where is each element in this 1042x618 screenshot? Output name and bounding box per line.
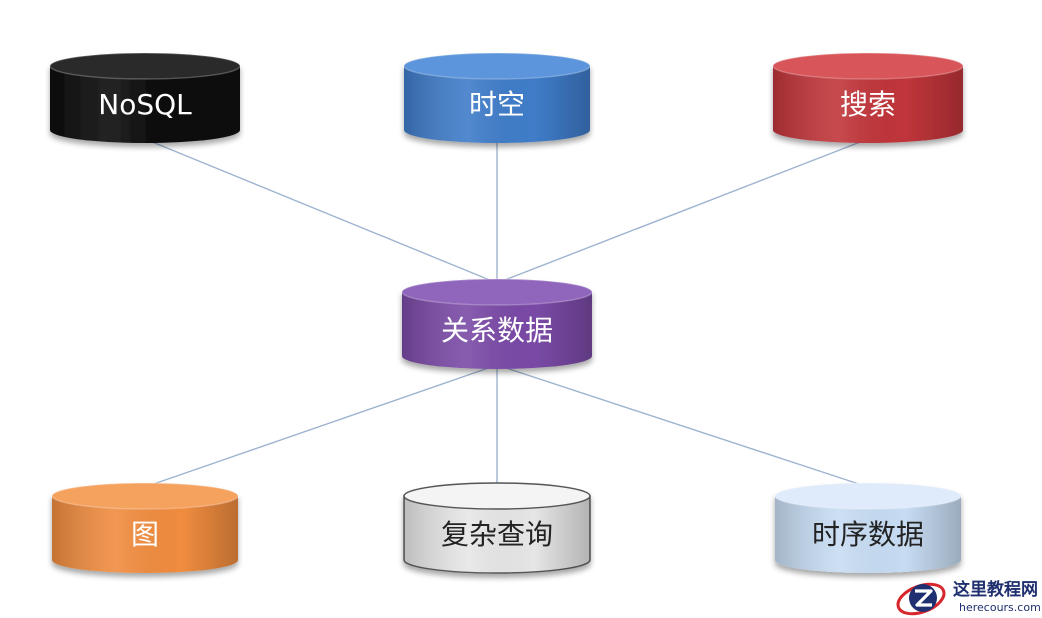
node-spatiotemporal: 时空 bbox=[403, 52, 591, 143]
cylinder-shading bbox=[773, 66, 963, 143]
cylinder-top bbox=[49, 52, 241, 80]
connector-relational-time-series bbox=[496, 364, 869, 488]
watermark-domain: herecours.com bbox=[959, 601, 1041, 614]
site-logo-icon bbox=[896, 582, 946, 616]
cylinder-shading bbox=[50, 66, 240, 143]
cylinder-top bbox=[51, 482, 239, 510]
node-complex-query: 复杂查询 bbox=[403, 482, 591, 574]
connector-nosql-relational bbox=[144, 138, 498, 284]
cylinder-top bbox=[772, 52, 964, 80]
watermark-name: 这里教程网 bbox=[953, 579, 1038, 600]
node-label-search: 搜索 bbox=[840, 88, 896, 121]
node-label-relational: 关系数据 bbox=[441, 314, 553, 347]
node-nosql: NoSQL bbox=[49, 52, 241, 143]
site-watermark: 这里教程网 herecours.com bbox=[896, 579, 1041, 616]
cylinder-shading bbox=[775, 496, 961, 573]
cylinder-top bbox=[401, 278, 593, 306]
connector-search-relational bbox=[496, 138, 869, 284]
cylinder-shading bbox=[52, 496, 238, 573]
cylinder-shading bbox=[404, 496, 590, 573]
node-label-graph: 图 bbox=[131, 518, 159, 551]
connector-relational-graph bbox=[144, 364, 498, 488]
node-label-time-series: 时序数据 bbox=[812, 518, 924, 551]
node-relational: 关系数据 bbox=[401, 278, 593, 369]
node-label-spatiotemporal: 时空 bbox=[469, 88, 525, 121]
connector-lines bbox=[144, 138, 869, 488]
node-label-nosql: NoSQL bbox=[98, 88, 192, 121]
node-time-series: 时序数据 bbox=[774, 482, 962, 573]
cylinder-top bbox=[403, 52, 591, 80]
cylinder-shading bbox=[402, 292, 592, 369]
cylinder-top bbox=[403, 482, 591, 510]
cylinder-shading bbox=[404, 66, 590, 143]
cylinder-top bbox=[774, 482, 962, 510]
node-label-complex-query: 复杂查询 bbox=[441, 518, 553, 551]
node-search: 搜索 bbox=[772, 52, 964, 143]
node-graph: 图 bbox=[51, 482, 239, 573]
